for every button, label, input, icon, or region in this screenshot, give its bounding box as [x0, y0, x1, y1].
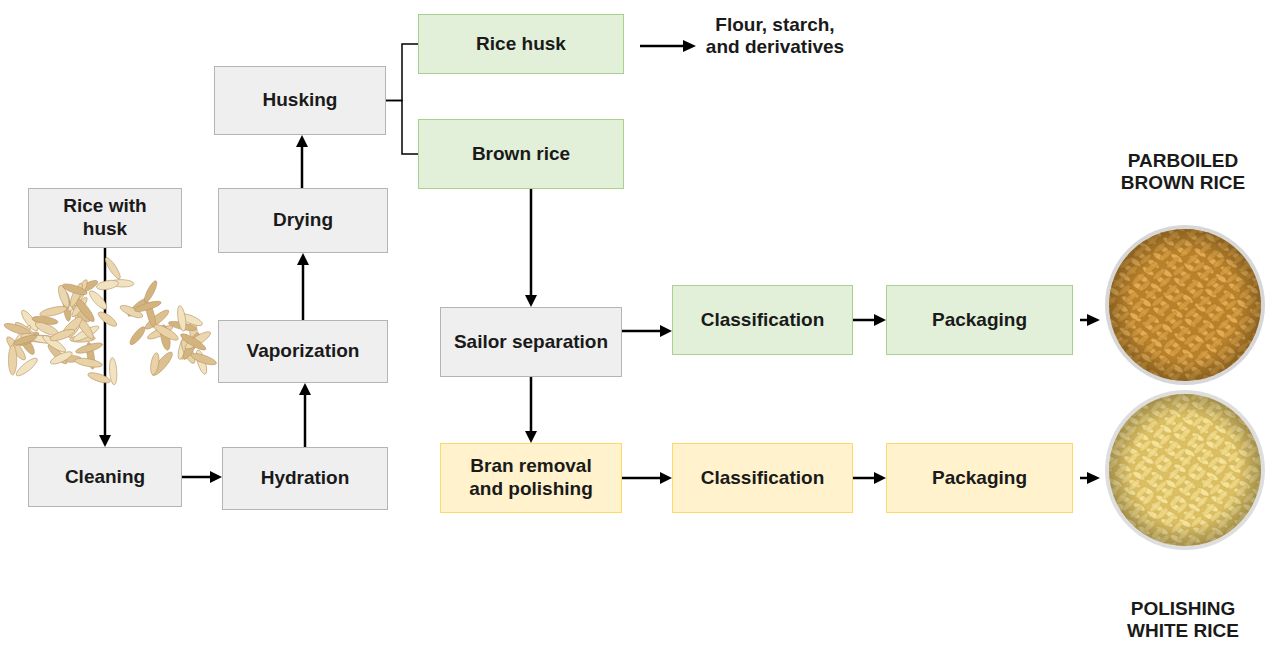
flow-arrow — [853, 314, 886, 326]
flow-arrow — [525, 377, 537, 443]
box-text: Rice husk — [476, 33, 566, 56]
product-box: Brown rice — [418, 119, 624, 189]
process-box: Packaging — [886, 285, 1073, 355]
box-text: Cleaning — [65, 466, 145, 489]
box-text: Hydration — [261, 467, 350, 490]
product-box: Rice husk — [418, 14, 624, 74]
flow-arrow — [297, 253, 309, 320]
box-text: Brown rice — [472, 143, 570, 166]
process-box: Rice with husk — [28, 188, 182, 248]
flow-arrow — [299, 383, 311, 447]
process-box: Bran removal and polishing — [440, 443, 622, 513]
flow-arrow — [853, 472, 886, 484]
process-box: Drying — [218, 188, 388, 253]
product-label: PARBOILED BROWN RICE — [1103, 150, 1263, 194]
brown-rice-bowl — [1105, 225, 1265, 385]
box-text: Packaging — [932, 467, 1027, 490]
leader-arrow — [1080, 314, 1100, 326]
process-box: Classification — [672, 443, 853, 513]
flow-arrow — [99, 248, 111, 447]
box-text: Sailor separation — [454, 331, 608, 354]
leader-arrow — [1080, 472, 1100, 484]
split-bracket — [386, 44, 418, 101]
output-label: Flour, starch, and derivatives — [700, 14, 850, 58]
box-text: Vaporization — [247, 340, 360, 363]
split-bracket — [386, 101, 418, 155]
process-box: Vaporization — [218, 320, 388, 383]
box-text: Bran removal and polishing — [453, 455, 609, 501]
box-text: Husking — [263, 89, 338, 112]
box-text: Packaging — [932, 309, 1027, 332]
white-rice-bowl — [1105, 390, 1265, 550]
flow-arrow — [296, 135, 308, 188]
process-box: Classification — [672, 285, 853, 355]
flow-arrow — [182, 471, 222, 483]
box-text: Rice with husk — [41, 195, 169, 241]
process-box: Cleaning — [28, 447, 182, 507]
leader-arrow — [640, 40, 696, 52]
rice-with-husk-picture — [3, 256, 218, 385]
process-box: Hydration — [222, 447, 388, 510]
process-box: Sailor separation — [440, 307, 622, 377]
box-text: Classification — [701, 309, 825, 332]
flow-arrow — [622, 472, 672, 484]
flow-arrow — [622, 325, 672, 337]
box-text: Drying — [273, 209, 333, 232]
process-box: Husking — [214, 66, 386, 135]
process-box: Packaging — [886, 443, 1073, 513]
box-text: Classification — [701, 467, 825, 490]
product-label: POLISHING WHITE RICE — [1103, 598, 1263, 642]
flow-arrow — [525, 189, 537, 307]
